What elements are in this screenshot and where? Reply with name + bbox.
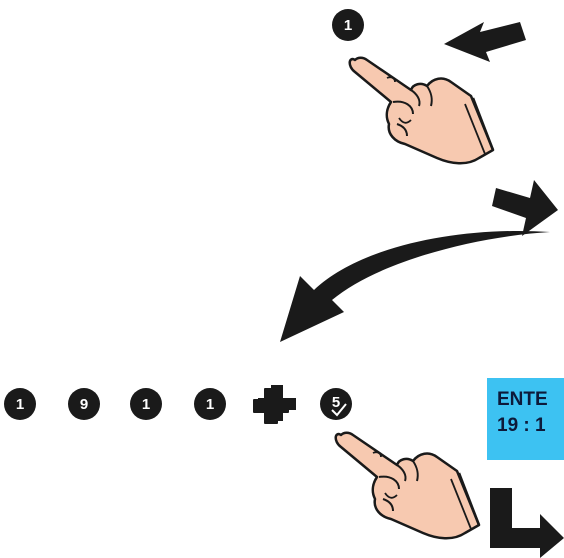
key-button-step1[interactable]: 1 [332,9,364,41]
arrow-left-icon [444,22,526,62]
arrow-right-icon [492,180,558,236]
key-button-1c[interactable]: 1 [194,388,226,420]
hand-pointer-icon [348,56,495,165]
key-button-1b[interactable]: 1 [130,388,162,420]
key-button-9[interactable]: 9 [68,388,100,420]
key-label: 1 [141,395,151,413]
key-label: 1 [205,395,215,413]
corner-arrow-icon [490,488,564,558]
key-label: 9 [79,395,89,413]
check-mark-icon [331,403,347,417]
key-label: 5 [331,393,341,411]
hand-pointer-icon-2 [334,431,481,540]
display-line1: ENTE [497,389,548,410]
display-line2: 19 : 1 [497,415,546,436]
key-label: 1 [15,395,25,413]
lcd-display: ENTE 19 : 1 [487,378,564,460]
key-label: 1 [343,16,353,34]
key-button-1[interactable]: 1 [4,388,36,420]
curved-arrow-icon [280,230,550,342]
